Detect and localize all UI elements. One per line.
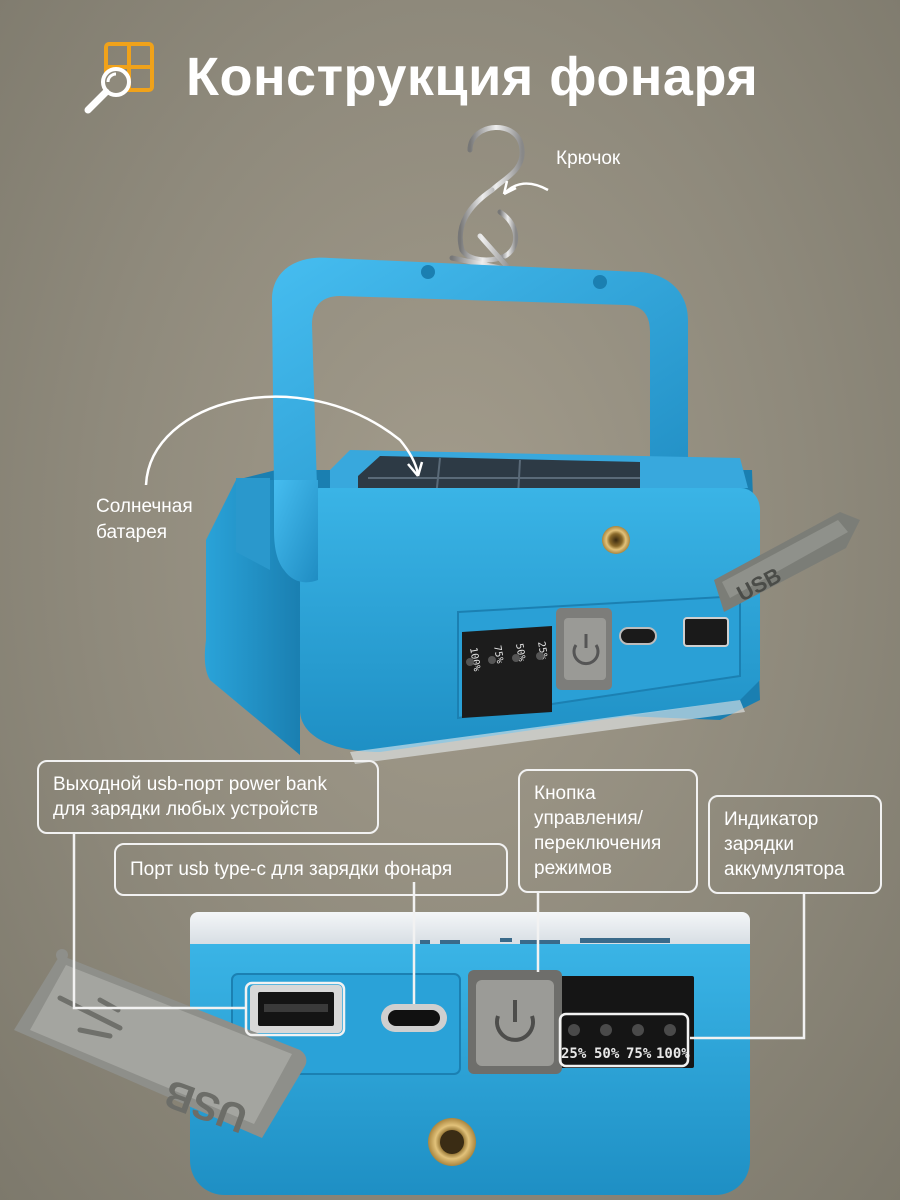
top-usb-cover-tag: USB xyxy=(714,512,860,612)
top-usb-c-port xyxy=(619,627,657,645)
tripod-socket-icon xyxy=(602,526,630,554)
solar-label-line2: батарея xyxy=(96,522,168,543)
callout-battery-indicator-line2: зарядки xyxy=(724,834,794,855)
callout-control-button-line1: Кнопка xyxy=(534,783,596,804)
lantern-front-view: 25% 50% 75% 100% USB xyxy=(14,912,750,1195)
hook-icon xyxy=(449,125,525,275)
page-title: Конструкция фонаря xyxy=(186,47,759,107)
hook-arrow xyxy=(503,182,549,195)
tripod-socket-front-icon xyxy=(428,1118,476,1166)
search-grid-icon xyxy=(80,42,156,118)
callout-usb-output: Выходной usb-порт power bank для зарядки… xyxy=(37,760,379,834)
solar-panel xyxy=(330,450,748,500)
battery-led-indicators xyxy=(568,1024,676,1036)
solar-arrow xyxy=(144,395,420,486)
callout-battery-indicator-line3: аккумулятора xyxy=(724,859,845,880)
callout-control-button-line4: режимов xyxy=(534,858,612,879)
usb-a-port xyxy=(250,985,342,1033)
battery-level-100: 100% xyxy=(656,1046,690,1062)
top-indicator-panel: 100% 75% 50% 25% xyxy=(462,626,552,718)
battery-level-50: 50% xyxy=(594,1046,620,1062)
callout-control-button: Кнопка управления/ переключения режимов xyxy=(518,769,698,893)
callout-battery-indicator-line1: Индикатор xyxy=(724,809,819,830)
callout-usb-output-line1: Выходной usb-порт power bank xyxy=(53,774,327,795)
battery-level-75: 75% xyxy=(626,1046,652,1062)
battery-level-25: 25% xyxy=(561,1046,587,1062)
power-button xyxy=(468,970,562,1074)
callout-control-button-line3: переключения xyxy=(534,833,662,854)
hook-label: Крючок xyxy=(556,148,621,169)
solar-label: Солнечная батарея xyxy=(96,494,193,546)
callout-battery-indicator: Индикатор зарядки аккумулятора xyxy=(708,795,882,894)
lantern-top-view: 100% 75% 50% 25% USB xyxy=(204,125,860,764)
top-power-button xyxy=(556,608,612,690)
top-usb-a-port xyxy=(683,617,729,647)
callout-usb-c-text: Порт usb type-c для зарядки фонаря xyxy=(130,859,453,880)
callout-usb-output-line2: для зарядки любых устройств xyxy=(53,799,319,820)
solar-label-line1: Солнечная xyxy=(96,496,193,517)
callout-connectors xyxy=(72,834,806,1068)
callout-usb-c: Порт usb type-c для зарядки фонаря xyxy=(114,843,508,896)
usb-c-port xyxy=(381,1004,447,1032)
callout-control-button-line2: управления/ xyxy=(534,808,643,829)
usb-cover-tag: USB xyxy=(14,949,307,1141)
